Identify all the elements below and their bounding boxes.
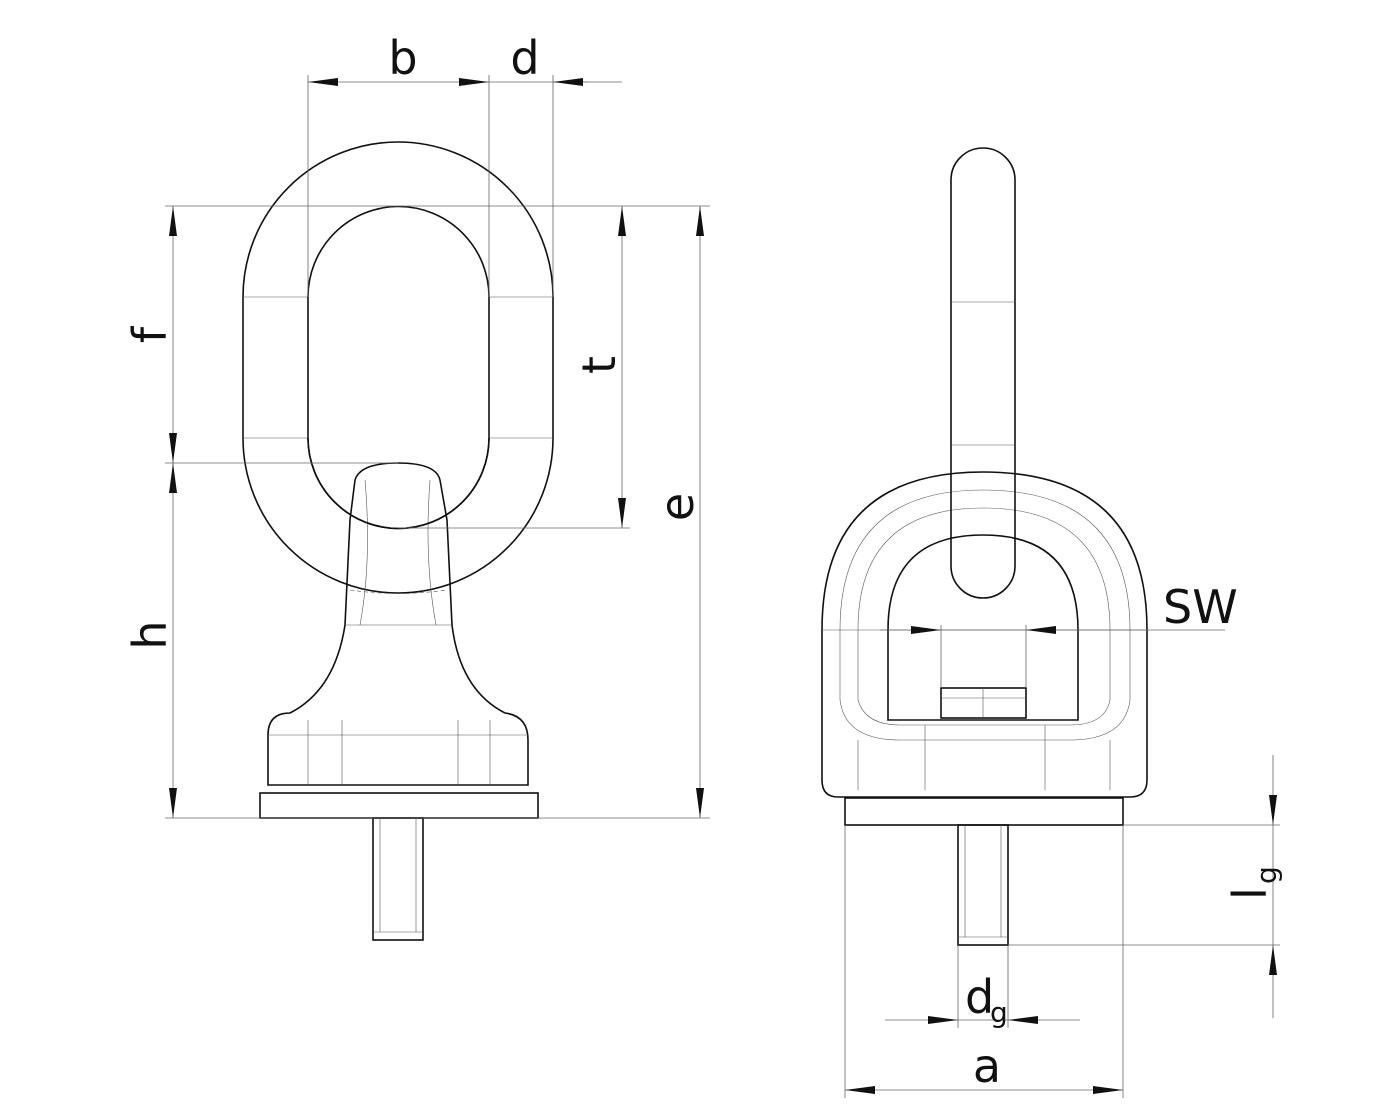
swivel-body <box>267 462 529 786</box>
front-dimensions: b d f h t e <box>123 31 710 819</box>
bolt <box>372 817 424 941</box>
dim-d-label: d <box>510 31 539 85</box>
shackle <box>950 147 1016 599</box>
swivel-dome <box>821 471 1148 798</box>
dim-t-label: t <box>572 356 626 374</box>
side-view <box>821 147 1148 946</box>
dim-lg-label: l g <box>1223 866 1283 900</box>
ring-outer <box>242 141 554 594</box>
dim-f-label: f <box>123 325 177 343</box>
dim-b-label: b <box>388 31 417 85</box>
dim-a-label: a <box>973 1039 1001 1093</box>
bolt <box>957 824 1009 946</box>
front-view <box>242 141 554 941</box>
dim-e-label: e <box>650 493 704 521</box>
inner-opening <box>887 534 1079 721</box>
dim-h-label: h <box>123 620 177 649</box>
dim-dg-main: d <box>965 970 994 1024</box>
dim-dg-sub: g <box>990 996 1008 1029</box>
washer <box>259 792 539 819</box>
ring-inner <box>307 205 490 530</box>
washer <box>844 797 1124 826</box>
side-dimensions: SW l g d g a <box>844 580 1283 1098</box>
nut <box>940 687 1027 719</box>
dim-sw-label: SW <box>1163 580 1238 634</box>
dim-lg-sub: g <box>1250 866 1283 884</box>
dim-lg-main: l <box>1223 887 1277 900</box>
